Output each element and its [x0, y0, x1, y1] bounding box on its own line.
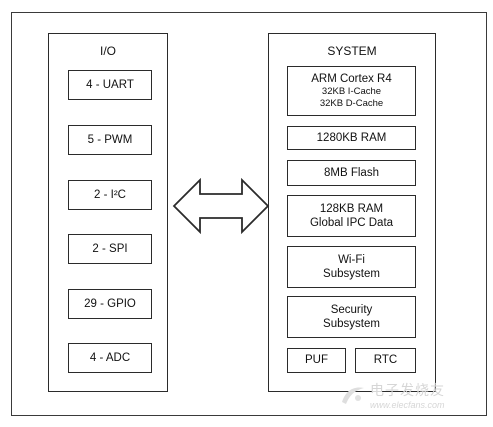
watermark: 电子发烧友 www.elecfans.com [340, 380, 480, 424]
ipc-ram-line2: Global IPC Data [309, 217, 394, 229]
watermark-url: www.elecfans.com [370, 400, 445, 410]
bidirectional-arrow-icon [172, 178, 270, 234]
io-i2c-label: 2 - I²C [94, 188, 126, 201]
ipc-ram-box: 128KB RAM Global IPC Data [287, 195, 416, 237]
puf-label: PUF [305, 354, 328, 367]
system-title: SYSTEM [327, 44, 377, 58]
io-panel [48, 33, 168, 392]
cpu-icache: 32KB I-Cache [321, 86, 382, 98]
puf-box: PUF [287, 348, 346, 373]
diagram-frame [11, 12, 487, 416]
flash-label: 8MB Flash [324, 166, 379, 179]
io-spi-box: 2 - SPI [68, 234, 152, 264]
wifi-line1: Wi-Fi [338, 253, 365, 266]
io-spi-label: 2 - SPI [92, 242, 128, 255]
cpu-box: ARM Cortex R4 32KB I-Cache 32KB D-Cache [287, 66, 416, 116]
ram-box: 1280KB RAM [287, 126, 416, 150]
io-adc-box: 4 - ADC [68, 343, 152, 373]
rtc-label: RTC [373, 354, 398, 367]
cpu-name: ARM Cortex R4 [311, 72, 392, 85]
rtc-box: RTC [355, 348, 416, 373]
security-line2: Subsystem [323, 318, 380, 330]
io-gpio-label: 29 - GPIO [84, 297, 136, 310]
security-line1: Security [330, 303, 373, 316]
io-adc-label: 4 - ADC [89, 351, 131, 364]
io-i2c-box: 2 - I²C [68, 180, 152, 210]
watermark-logo-icon [342, 387, 364, 404]
ram-label: 1280KB RAM [316, 131, 387, 144]
io-uart-box: 4 - UART [68, 70, 152, 100]
io-pwm-label: 5 - PWM [87, 133, 133, 146]
wifi-line2: Subsystem [323, 268, 380, 280]
flash-box: 8MB Flash [287, 160, 416, 186]
io-gpio-box: 29 - GPIO [68, 289, 152, 319]
io-uart-label: 4 - UART [86, 78, 134, 91]
wifi-subsystem-box: Wi-Fi Subsystem [287, 246, 416, 288]
watermark-text: 电子发烧友 [370, 382, 445, 398]
ipc-ram-line1: 128KB RAM [319, 202, 384, 215]
io-pwm-box: 5 - PWM [68, 125, 152, 155]
io-title: I/O [99, 44, 116, 58]
security-subsystem-box: Security Subsystem [287, 296, 416, 338]
cpu-dcache: 32KB D-Cache [319, 98, 384, 110]
